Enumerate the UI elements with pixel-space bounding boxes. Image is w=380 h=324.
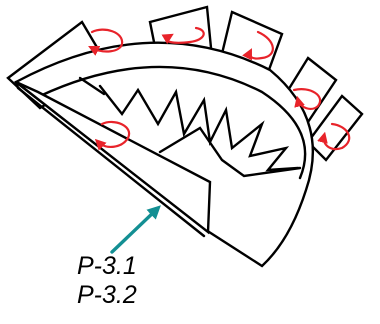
pointer-arrow — [110, 205, 161, 254]
front-plate — [15, 80, 212, 235]
spoke-1 — [78, 76, 106, 96]
rotation-arrow-icon — [292, 88, 322, 110]
plate-edge — [14, 80, 206, 238]
fan-body — [13, 41, 314, 268]
rotation-arrow-icon — [88, 28, 124, 56]
part-label-1: P-3.1 — [77, 252, 137, 280]
blade-5 — [306, 94, 364, 162]
pointer-arrow-icon — [110, 205, 161, 254]
part-label-2: P-3.2 — [77, 281, 137, 309]
rotation-arrow-icon — [242, 30, 274, 61]
rotation-arrow-icon — [94, 120, 131, 151]
rotation-arrow-icon — [317, 122, 351, 151]
rotation-arrows — [88, 26, 351, 151]
rotation-arrow-icon — [161, 26, 205, 45]
teeth-inner — [158, 126, 302, 178]
inner-rim — [38, 65, 307, 180]
outer-shell — [13, 41, 314, 268]
